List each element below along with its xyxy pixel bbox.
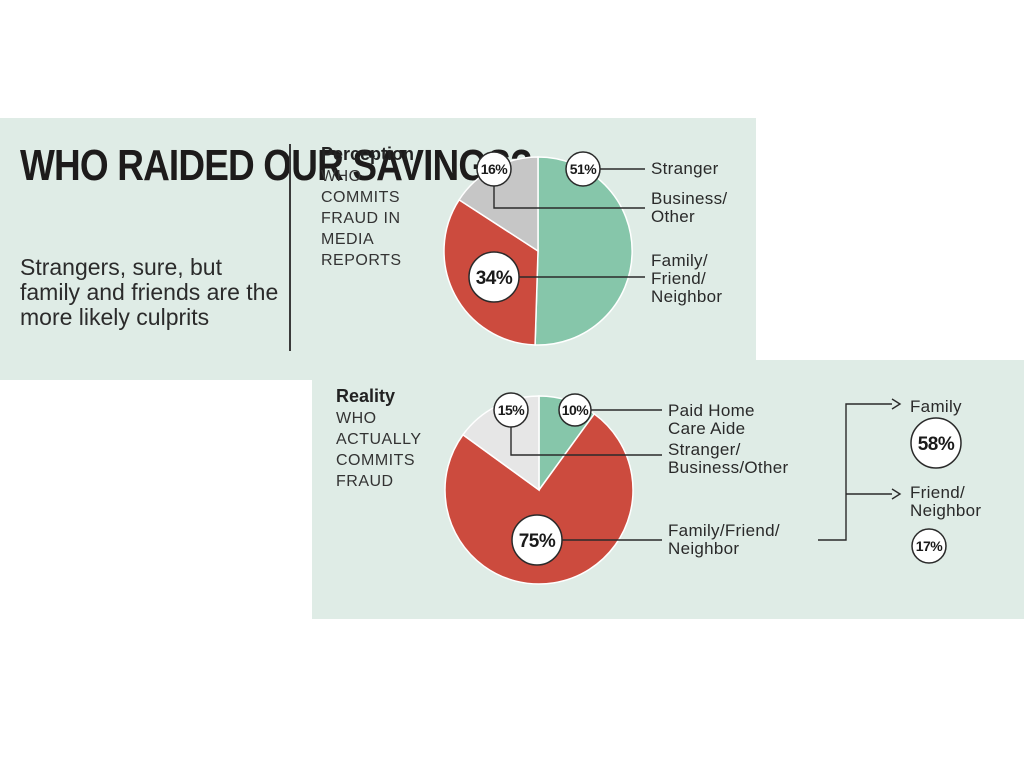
badge-business-other-circle xyxy=(476,151,512,187)
label-breakdown-friend-neighbor: Friend/ Neighbor xyxy=(910,483,982,520)
badge-business-other-label: 16% xyxy=(481,161,509,177)
label-stranger: Stranger xyxy=(651,159,719,178)
divider xyxy=(289,144,291,351)
reality-subtitle: WHO ACTUALLY COMMITS FRAUD xyxy=(336,410,422,490)
label-breakdown-family: Family xyxy=(910,397,962,416)
reality-title: Reality xyxy=(336,386,396,406)
bracket-family xyxy=(818,403,892,541)
label-paid-home-care-aide: Paid Home Care Aide xyxy=(668,401,755,438)
label-family-friend-neighbor: Family/ Friend/ Neighbor xyxy=(651,251,723,306)
bottom-panel xyxy=(312,360,1024,619)
badge-breakdown-friend-label: 17% xyxy=(916,538,944,554)
badge-family-label: 34% xyxy=(476,268,513,289)
arrow-friend xyxy=(891,488,902,500)
badge-family-circle xyxy=(468,251,520,303)
badge-breakdown-friend-circle xyxy=(911,528,947,564)
badge-stranger-business-circle xyxy=(493,392,529,428)
leader-business-other xyxy=(493,186,645,209)
badge-stranger-business-label: 15% xyxy=(498,402,526,418)
badge-reality-family-circle xyxy=(511,514,563,566)
badge-breakdown-family-label: 58% xyxy=(918,434,955,455)
label-business-other: Business/ Other xyxy=(651,189,728,226)
badge-breakdown-family-circle xyxy=(910,417,962,469)
badge-stranger-circle xyxy=(565,151,601,187)
perception-title: Perception xyxy=(321,144,415,164)
label-reality-family-friend-neighbor: Family/Friend/ Neighbor xyxy=(668,521,780,558)
subhead: Strangers, sure, but family and friends … xyxy=(20,254,279,330)
leader-stranger-business xyxy=(510,427,662,456)
badge-paid-aide-circle xyxy=(558,393,592,427)
badge-stranger-label: 51% xyxy=(570,161,598,177)
badge-paid-aide-label: 10% xyxy=(562,402,590,418)
label-stranger-business-other: Stranger/ Business/Other xyxy=(668,440,789,477)
perception-subtitle: WHO COMMITS FRAUD IN MEDIA REPORTS xyxy=(321,168,402,269)
arrow-family xyxy=(891,398,902,410)
badge-reality-family-label: 75% xyxy=(519,531,556,552)
